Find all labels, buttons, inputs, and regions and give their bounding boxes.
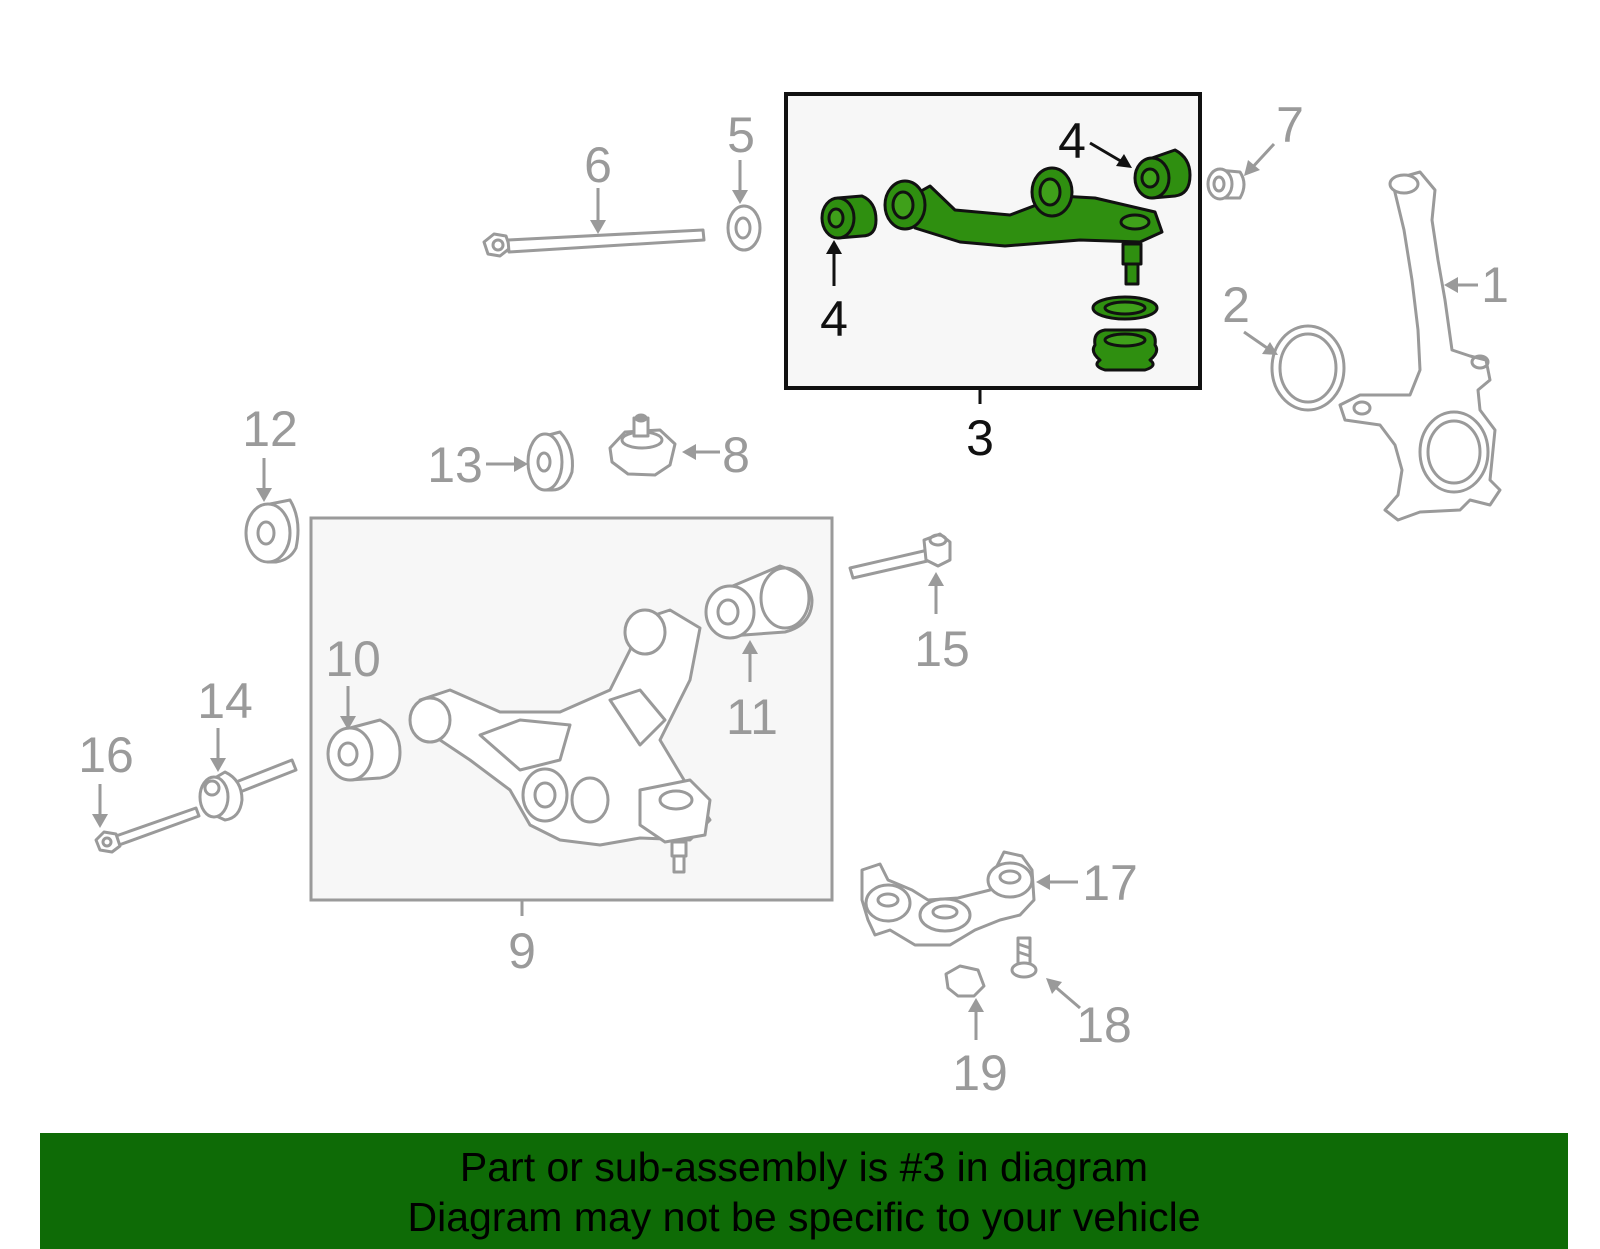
bolt-6[interactable] bbox=[482, 228, 706, 258]
bushing-11[interactable] bbox=[704, 564, 814, 640]
part-9-lower-control-arm-group[interactable]: 9 10 bbox=[309, 516, 834, 979]
bolt-18[interactable] bbox=[1010, 936, 1038, 979]
callout-12[interactable]: 12 bbox=[242, 401, 298, 457]
callout-1[interactable]: 1 bbox=[1481, 257, 1509, 313]
steering-knuckle-1[interactable] bbox=[1338, 170, 1502, 522]
part-3-upper-control-arm-group[interactable]: 3 4 4 bbox=[784, 92, 1202, 466]
callout-2[interactable]: 2 bbox=[1222, 277, 1250, 333]
callout-17[interactable]: 17 bbox=[1082, 855, 1138, 911]
cam-bolt-14[interactable] bbox=[198, 758, 298, 822]
callout-19[interactable]: 19 bbox=[952, 1045, 1008, 1101]
banner-line-1: Part or sub-assembly is #3 in diagram bbox=[459, 1144, 1149, 1190]
upper-control-arm[interactable] bbox=[883, 166, 1164, 286]
bushing-4-left[interactable] bbox=[820, 194, 878, 240]
callout-8[interactable]: 8 bbox=[722, 427, 750, 483]
parts-diagram: 3 4 4 bbox=[78, 92, 1509, 1101]
callout-4-lower[interactable]: 4 bbox=[820, 291, 848, 347]
callout-13[interactable]: 13 bbox=[427, 437, 483, 493]
washer-5[interactable] bbox=[726, 204, 762, 252]
bump-stop-8[interactable] bbox=[608, 413, 677, 477]
callout-16[interactable]: 16 bbox=[78, 727, 134, 783]
dust-seal-2[interactable] bbox=[1270, 324, 1346, 412]
dust-boot[interactable] bbox=[1091, 295, 1159, 372]
callout-15[interactable]: 15 bbox=[914, 621, 970, 677]
info-banner: Part or sub-assembly is #3 in diagram Di… bbox=[40, 1133, 1568, 1249]
callout-5[interactable]: 5 bbox=[727, 107, 755, 163]
callout-11[interactable]: 11 bbox=[726, 689, 778, 745]
callout-4-upper[interactable]: 4 bbox=[1058, 113, 1086, 169]
bracket-17[interactable] bbox=[860, 850, 1036, 947]
nut-19[interactable] bbox=[944, 964, 986, 998]
stopper-13[interactable] bbox=[526, 430, 574, 492]
callout-14[interactable]: 14 bbox=[197, 673, 253, 729]
callout-6[interactable]: 6 bbox=[584, 137, 612, 193]
bushing-10[interactable] bbox=[326, 718, 402, 782]
lower-control-arm[interactable] bbox=[408, 608, 712, 874]
bolt-16[interactable] bbox=[94, 806, 201, 854]
bolt-15[interactable] bbox=[848, 532, 952, 580]
callout-7[interactable]: 7 bbox=[1276, 97, 1304, 153]
banner-line-2: Diagram may not be specific to your vehi… bbox=[407, 1194, 1201, 1240]
cap-12[interactable] bbox=[244, 498, 300, 564]
callout-18[interactable]: 18 bbox=[1076, 997, 1132, 1053]
callout-9[interactable]: 9 bbox=[508, 923, 536, 979]
callout-10[interactable]: 10 bbox=[325, 631, 381, 687]
callout-3[interactable]: 3 bbox=[966, 410, 994, 466]
nut-7[interactable] bbox=[1206, 167, 1246, 201]
bushing-4-right[interactable] bbox=[1133, 148, 1192, 200]
